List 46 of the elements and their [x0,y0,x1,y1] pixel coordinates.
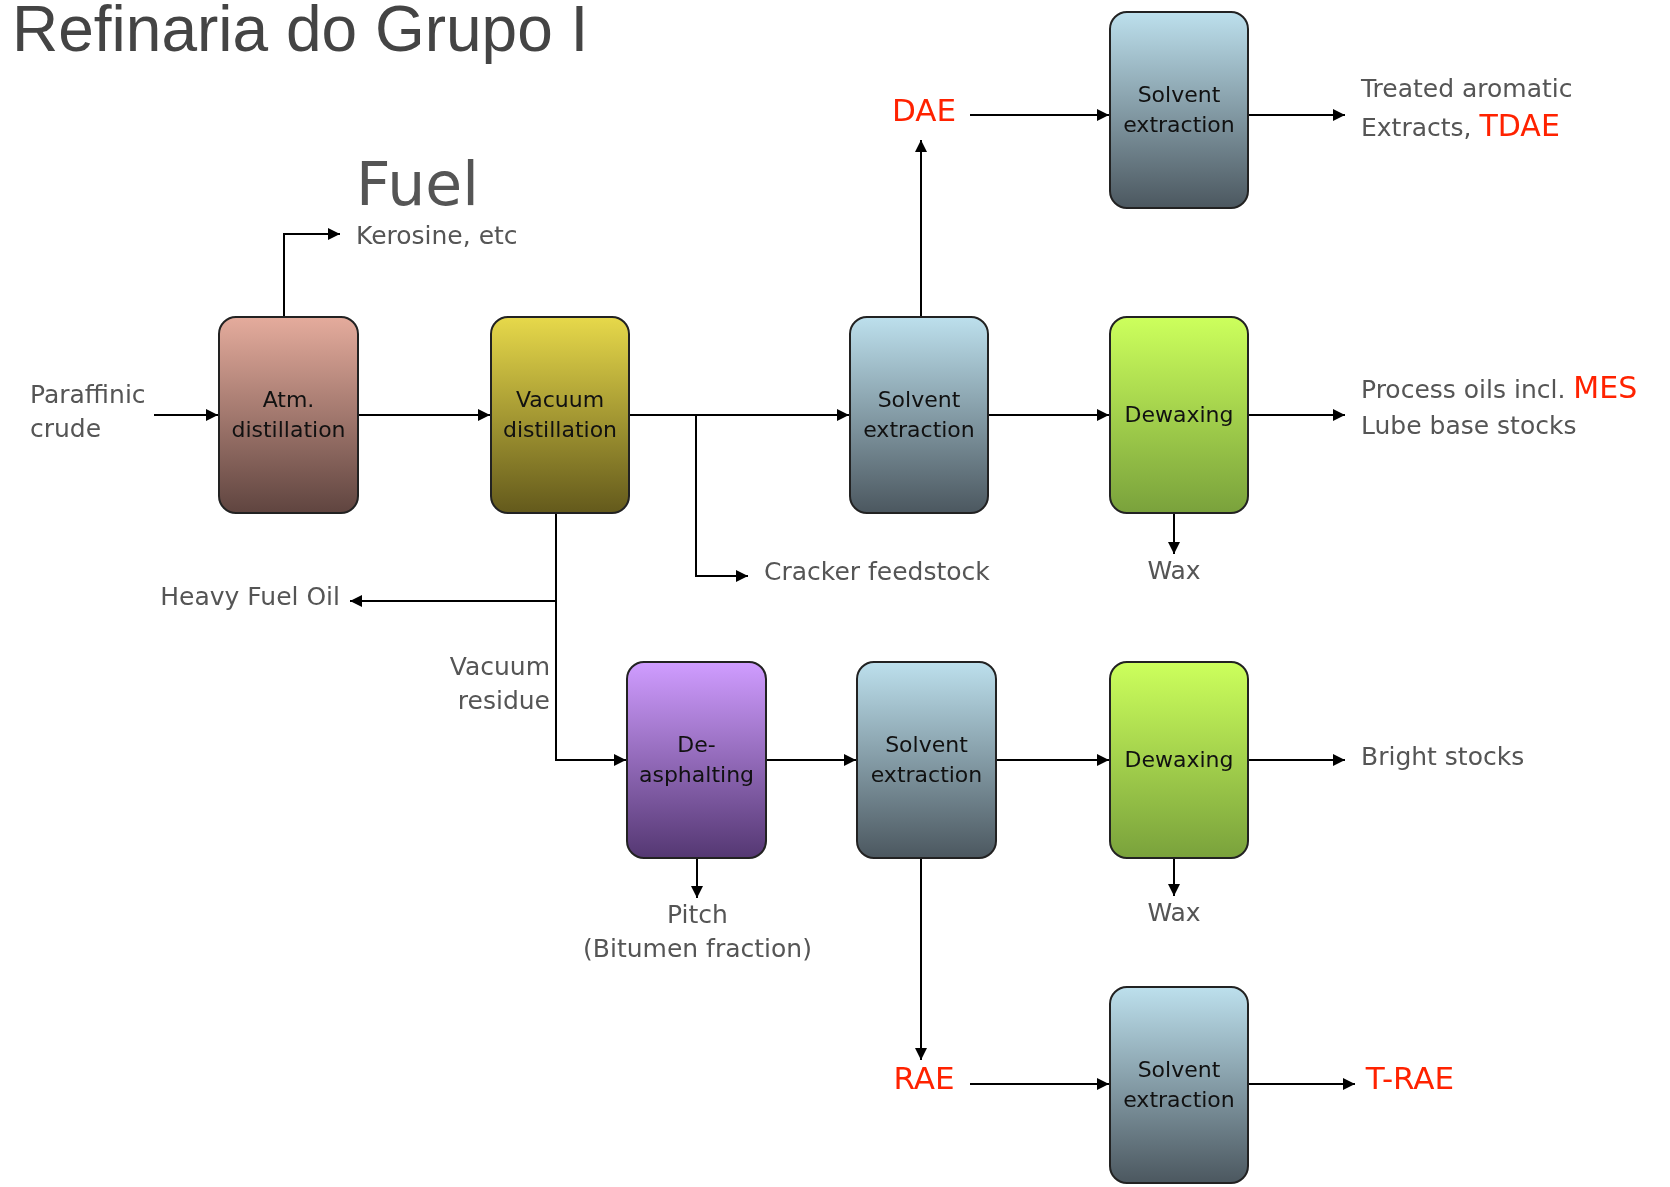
flow-arrow [915,139,927,317]
diagram-title: Refinaria do Grupo I [12,0,589,66]
stream-label: Process oils incl. MES [1361,369,1639,407]
distillation-box: Atm. distillation [218,316,359,514]
stream-label: Pitch [666,899,729,931]
flow-arrow [766,754,857,766]
flow-arrow [358,409,491,421]
process-box: De- asphalting [626,661,767,859]
flow-arrow [1168,513,1180,555]
stream-label: Bright stocks [1361,741,1526,773]
process-box: Dewaxing [1109,316,1249,514]
flow-arrow [153,409,219,421]
product-label: RAE [892,1060,956,1096]
flow-arrow [996,754,1110,766]
flow-arrow [629,414,749,582]
stream-label: Treated aromatic Extracts, TDAE [1361,73,1574,145]
stream-label: Heavy Fuel Oil [159,581,340,613]
product-label: T-RAE [1364,1060,1456,1096]
process-box: Solvent extraction [856,661,997,859]
flow-arrow [1248,409,1346,421]
stream-label: Wax [1146,897,1202,929]
process-box: Solvent extraction [1109,11,1249,209]
product-label: DAE [890,92,958,128]
flow-arrow [1248,109,1346,121]
flow-arrow [915,858,927,1061]
flow-arrow [1248,1078,1356,1090]
process-box: Dewaxing [1109,661,1249,859]
stream-label: Cracker feedstock [764,556,991,588]
process-box: Solvent extraction [849,316,989,514]
stream-label: Paraffinic crude [30,379,147,445]
stream-label: Kerosine, etc [356,220,519,252]
stream-label: (Bitumen fraction) [582,932,813,965]
product-heading: Fuel [356,150,480,219]
process-box: Solvent extraction [1109,986,1249,1184]
flow-arrow [555,513,627,766]
stream-label: Wax [1146,555,1202,587]
flow-arrow [1168,858,1180,897]
flow-arrow [1248,754,1346,766]
flow-arrow [283,228,341,317]
stream-label: Lube base stocks [1361,409,1578,442]
flow-arrow [969,109,1110,121]
stream-label: Vacuum residue [448,651,550,717]
flow-arrow [988,409,1110,421]
distillation-box: Vacuum distillation [490,316,630,514]
flow-arrow [969,1078,1110,1090]
flow-arrow [691,858,703,899]
